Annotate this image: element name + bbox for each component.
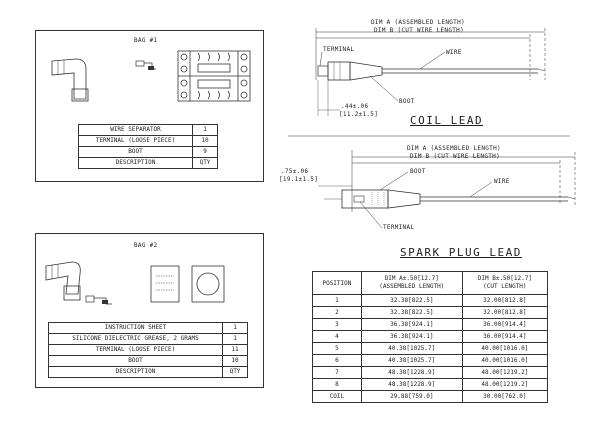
dim-b-header: DIM B±.50[12.7](CUT LENGTH) bbox=[461, 271, 549, 295]
position-cell: COIL bbox=[312, 390, 362, 403]
qty-cell: 1 bbox=[222, 322, 248, 334]
position-cell: 4 bbox=[312, 330, 362, 343]
coil-dim-small-mm: [11.2±1.5] bbox=[339, 111, 379, 118]
position-cell: 5 bbox=[312, 342, 362, 355]
spark-dim-a: DIM A (ASSEMBLED LENGTH) bbox=[407, 145, 501, 152]
qty-cell: QTY bbox=[192, 157, 218, 169]
dim-b-cell: 48.00[1219.2] bbox=[461, 378, 549, 391]
spark-terminal-label: TERMINAL bbox=[383, 224, 415, 231]
boot-elbow-drawing bbox=[51, 50, 251, 102]
dim-a-cell: 32.38[822.5] bbox=[360, 306, 463, 319]
spark-boot-label: BOOT bbox=[410, 168, 426, 175]
dim-a-cell: 48.38[1228.9] bbox=[360, 366, 463, 379]
position-cell: 7 bbox=[312, 366, 362, 379]
coil-terminal-label: TERMINAL bbox=[323, 46, 355, 53]
dim-b-cell: 36.00[914.4] bbox=[461, 318, 549, 331]
coil-dim-b: DIM B (CUT WIRE LENGTH) bbox=[374, 27, 464, 34]
position-cell: 8 bbox=[312, 378, 362, 391]
dim-a-cell: 40.38[1025.7] bbox=[360, 342, 463, 355]
position-cell: 1 bbox=[312, 294, 362, 307]
dim-b-cell: 30.00[762.0] bbox=[461, 390, 549, 403]
bag1-title: BAG #1 bbox=[134, 37, 158, 44]
dim-b-cell: 32.00[812.8] bbox=[461, 294, 549, 307]
position-cell: 2 bbox=[312, 306, 362, 319]
spark-dim-small: .75±.06 bbox=[281, 168, 309, 175]
coil-dim-a: DIM A (ASSEMBLED LENGTH) bbox=[371, 19, 465, 26]
dim-a-cell: 32.38[822.5] bbox=[360, 294, 463, 307]
position-cell: 6 bbox=[312, 354, 362, 367]
lead-length-table: POSITION DIM A±.50[12.7](ASSEMBLED LENGT… bbox=[312, 271, 549, 403]
dim-b-cell: 40.00[1016.0] bbox=[461, 342, 549, 355]
dim-b-cell: 48.00[1219.2] bbox=[461, 366, 549, 379]
coil-lead-title: COIL LEAD bbox=[410, 114, 484, 127]
wire-separator-drawing bbox=[177, 50, 251, 102]
dim-a-cell: 29.88[759.0] bbox=[360, 390, 463, 403]
bag2-title: BAG #2 bbox=[134, 242, 158, 249]
dim-b-cell: 40.00[1016.0] bbox=[461, 354, 549, 367]
coil-wire-label: WIRE bbox=[446, 49, 462, 56]
dim-a-cell: 36.38[924.1] bbox=[360, 330, 463, 343]
qty-cell: QTY bbox=[222, 366, 248, 378]
spark-lead-title: SPARK PLUG LEAD bbox=[400, 246, 522, 259]
position-header: POSITION bbox=[312, 271, 362, 295]
dim-a-cell: 40.38[1025.7] bbox=[360, 354, 463, 367]
dim-b-cell: 32.00[812.8] bbox=[461, 306, 549, 319]
dim-a-cell: 48.38[1228.9] bbox=[360, 378, 463, 391]
bag2-parts-drawing bbox=[45, 261, 225, 305]
spark-dim-small-mm: [19.1±1.5] bbox=[279, 176, 319, 183]
dim-a-header: DIM A±.50[12.7](ASSEMBLED LENGTH) bbox=[360, 271, 463, 295]
position-cell: 3 bbox=[312, 318, 362, 331]
coil-boot-label: BOOT bbox=[399, 98, 415, 105]
dim-a-cell: 36.38[924.1] bbox=[360, 318, 463, 331]
coil-dim-small: .44±.06 bbox=[341, 103, 369, 110]
dim-b-cell: 36.00[914.4] bbox=[461, 330, 549, 343]
spark-wire-label: WIRE bbox=[494, 178, 510, 185]
spark-dim-b: DIM B (CUT WIRE LENGTH) bbox=[410, 153, 500, 160]
